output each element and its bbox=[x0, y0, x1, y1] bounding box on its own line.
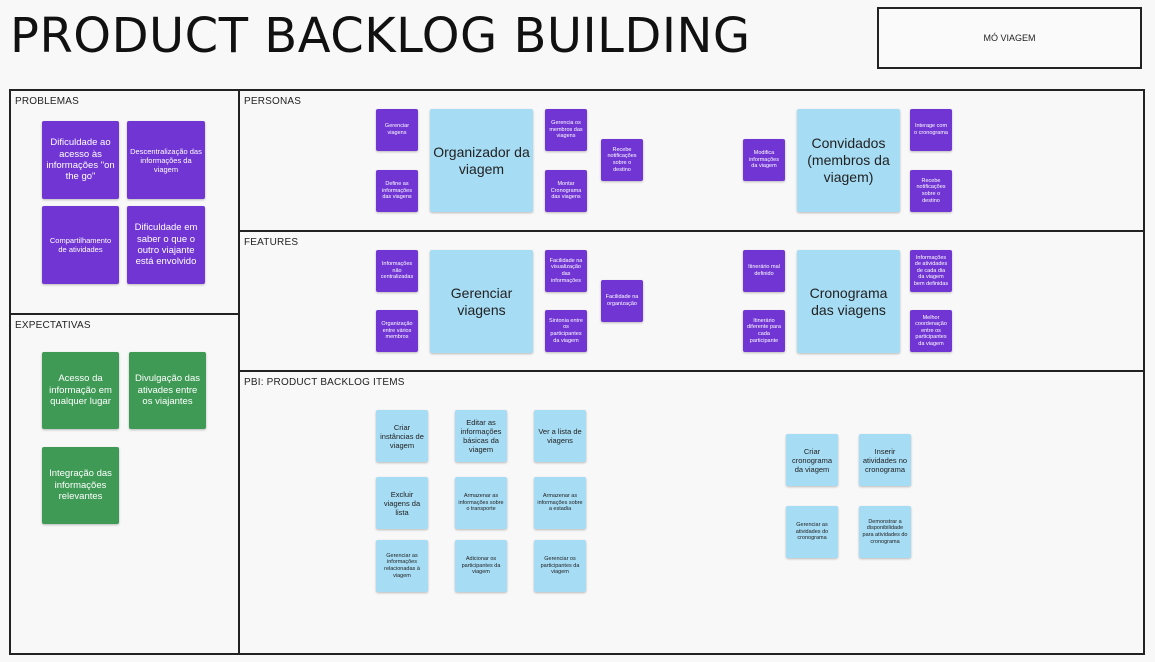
problem-sticky[interactable]: Compartilhamento de atividades bbox=[42, 206, 119, 284]
expectation-sticky[interactable]: Acesso da informação em qualquer lugar bbox=[42, 352, 119, 429]
expectation-sticky[interactable]: Divulgação das ativades entre os viajant… bbox=[129, 352, 206, 429]
feature-gerenciar[interactable]: Gerenciar viagens bbox=[430, 250, 533, 353]
pbi-item[interactable]: Excluir viagens da lista bbox=[376, 477, 428, 529]
problemas-label: PROBLEMAS bbox=[15, 96, 80, 107]
persona-convidados[interactable]: Convidados (membros da viagem) bbox=[797, 109, 900, 212]
project-name-box[interactable]: MÓ VIAGEM bbox=[877, 7, 1142, 69]
pbi-item[interactable]: Ver a lista de viagens bbox=[534, 410, 586, 462]
board-title: PRODUCT BACKLOG BUILDING bbox=[10, 8, 751, 64]
features-frame[interactable]: FEATURES Informações não centralizadas O… bbox=[238, 230, 1145, 372]
feature-note[interactable]: Facilidade na organização bbox=[601, 280, 643, 322]
pbi-item[interactable]: Adicionar os participantes da viagem bbox=[455, 540, 507, 592]
persona-note[interactable]: Recebe notificações sobre o destino bbox=[910, 170, 952, 212]
pbi-label: PBI: PRODUCT BACKLOG ITEMS bbox=[244, 377, 405, 388]
problemas-frame[interactable]: PROBLEMAS Dificuldade ao acesso às infor… bbox=[9, 89, 240, 315]
pbi-item[interactable]: Criar instâncias de viagem bbox=[376, 410, 428, 462]
expectativas-frame[interactable]: EXPECTATIVAS Acesso da informação em qua… bbox=[9, 313, 240, 655]
feature-note[interactable]: Facilidade na visualização das informaçõ… bbox=[545, 250, 587, 292]
persona-organizador[interactable]: Organizador da viagem bbox=[430, 109, 533, 212]
persona-note[interactable]: Gerencia os membros das viagens bbox=[545, 109, 587, 151]
expectativas-label: EXPECTATIVAS bbox=[15, 320, 91, 331]
problem-sticky[interactable]: Descentralização das informações da viag… bbox=[127, 121, 205, 199]
problem-sticky[interactable]: Dificuldade em saber o que o outro viaja… bbox=[127, 206, 205, 284]
expectation-sticky[interactable]: Integração das informações relevantes bbox=[42, 447, 119, 524]
persona-note[interactable]: Montar Cronograma das viagens bbox=[545, 170, 587, 212]
pbi-item[interactable]: Gerenciar os participantes da viagem bbox=[534, 540, 586, 592]
feature-note[interactable]: Melhor coordenação entre os participante… bbox=[910, 310, 952, 352]
feature-cronograma[interactable]: Cronograma das viagens bbox=[797, 250, 900, 353]
pbi-item[interactable]: Gerenciar as atividades do cronograma bbox=[786, 506, 838, 558]
features-label: FEATURES bbox=[244, 237, 299, 248]
persona-note[interactable]: Define as informações das viagens bbox=[376, 170, 418, 212]
persona-note[interactable]: Interage com o cronograma bbox=[910, 109, 952, 151]
pbi-frame[interactable]: PBI: PRODUCT BACKLOG ITEMS Criar instânc… bbox=[238, 370, 1145, 655]
pbi-item[interactable]: Armazenar as informações sobre o transpo… bbox=[455, 477, 507, 529]
feature-note[interactable]: Informações não centralizadas bbox=[376, 250, 418, 292]
pbi-item[interactable]: Gerenciar as informações relacionadas à … bbox=[376, 540, 428, 592]
pbi-item[interactable]: Armazenar as informações sobre a estadia bbox=[534, 477, 586, 529]
persona-note[interactable]: Gerenciar viagens bbox=[376, 109, 418, 151]
problem-sticky[interactable]: Dificuldade ao acesso às informações "on… bbox=[42, 121, 119, 199]
pbi-item[interactable]: Demonstrar a disponibilidade para ativid… bbox=[859, 506, 911, 558]
pbi-item[interactable]: Criar cronograma da viagem bbox=[786, 434, 838, 486]
feature-note[interactable]: Informações de atividades de cada dia da… bbox=[910, 250, 952, 292]
persona-note[interactable]: Modifica informações da viagem bbox=[743, 139, 785, 181]
personas-label: PERSONAS bbox=[244, 96, 302, 107]
feature-note[interactable]: Itinerário mal definido bbox=[743, 250, 785, 292]
pbi-item[interactable]: Editar as informações básicas da viagem bbox=[455, 410, 507, 462]
feature-note[interactable]: Organização entre vários membros bbox=[376, 310, 418, 352]
pbi-item[interactable]: Inserir atividades no cronograma bbox=[859, 434, 911, 486]
project-name: MÓ VIAGEM bbox=[983, 33, 1036, 43]
feature-note[interactable]: Itinerário diferente para cada participa… bbox=[743, 310, 785, 352]
persona-note[interactable]: Recebe notificações sobre o destino bbox=[601, 139, 643, 181]
personas-frame[interactable]: PERSONAS Gerenciar viagens Define as inf… bbox=[238, 89, 1145, 232]
feature-note[interactable]: Sintonia entre os participantes da viage… bbox=[545, 310, 587, 352]
